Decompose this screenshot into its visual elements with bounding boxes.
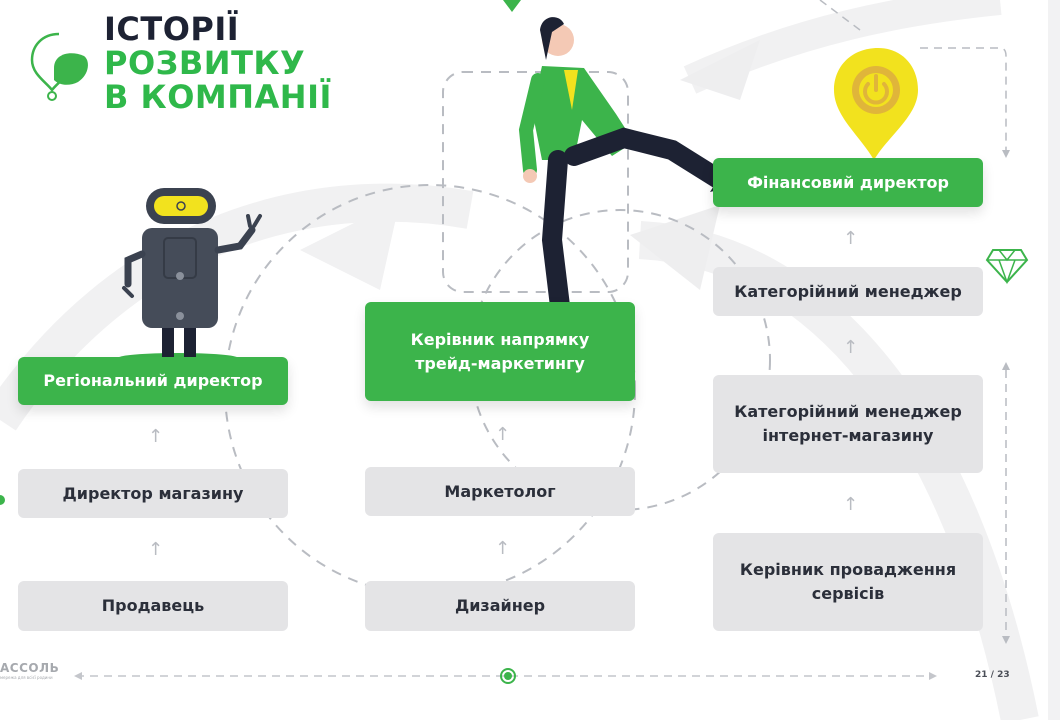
step-category-manager: Категорійний менеджер bbox=[713, 267, 983, 316]
step-category-manager-online: Категорійний менеджер інтернет-магазину bbox=[713, 375, 983, 473]
progress-dot-icon bbox=[500, 668, 516, 684]
step-store-director: Директор магазину bbox=[18, 469, 288, 518]
title-line-1: ІСТОРІЇ bbox=[104, 10, 240, 48]
logo-text: АССОЛЬ bbox=[0, 661, 60, 675]
arrow-up-icon: ↑ bbox=[495, 538, 511, 559]
arrow-up-icon: ↑ bbox=[843, 337, 859, 358]
page-title: ІСТОРІЇ РОЗВИТКУ В КОМПАНІЇ bbox=[104, 12, 332, 114]
scrollbar[interactable] bbox=[1048, 0, 1060, 720]
diamond-icon bbox=[985, 249, 1029, 285]
robot-illustration bbox=[118, 188, 262, 363]
arrow-up-icon: ↑ bbox=[495, 424, 511, 445]
step-services-implementation-head: Керівник провадження сервісів bbox=[713, 533, 983, 631]
page-number: 21 / 23 bbox=[975, 670, 1010, 680]
title-line-2: РОЗВИТКУ bbox=[104, 44, 306, 82]
step-financial-director: Фінансовий директор bbox=[713, 158, 983, 207]
arrow-up-icon: ↑ bbox=[843, 228, 859, 249]
step-regional-director: Регіональний директор bbox=[18, 357, 288, 405]
yellow-location-pin-icon bbox=[834, 48, 918, 160]
map-pin-icon bbox=[30, 32, 88, 101]
company-logo: АССОЛЬ мережа для всієї родини bbox=[0, 661, 59, 680]
arrow-up-icon: ↑ bbox=[148, 539, 164, 560]
walking-businessman-illustration bbox=[518, 17, 734, 316]
title-line-3: В КОМПАНІЇ bbox=[104, 78, 332, 116]
step-marketer: Маркетолог bbox=[365, 467, 635, 516]
step-trade-marketing-head: Керівник напрямку трейд-маркетингу bbox=[365, 302, 635, 401]
step-seller: Продавець bbox=[18, 581, 288, 631]
arrow-up-icon: ↑ bbox=[843, 494, 859, 515]
step-designer: Дизайнер bbox=[365, 581, 635, 631]
arrow-up-icon: ↑ bbox=[148, 426, 164, 447]
logo-tagline: мережа для всієї родини bbox=[0, 675, 53, 680]
